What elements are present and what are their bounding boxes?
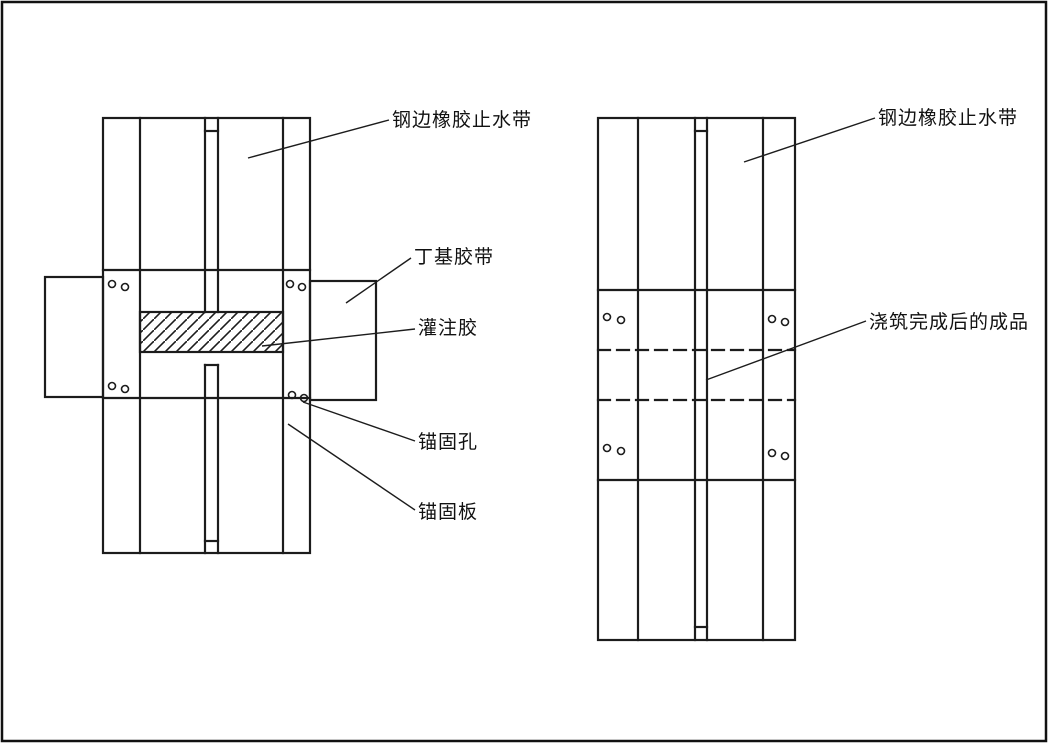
- leader-butyl-tape: [345, 257, 412, 304]
- left-figure-labels: 钢边橡胶止水带 丁基胶带 灌注胶 锚固孔 锚固板: [392, 109, 532, 523]
- label-anchor-plate: 锚固板: [418, 501, 478, 523]
- anchor-hole: [299, 393, 309, 403]
- anchor-hole: [616, 315, 626, 325]
- anchor-hole: [107, 381, 117, 391]
- anchor-hole: [616, 446, 626, 456]
- anchor-hole: [120, 384, 130, 394]
- grout-hatched-band: [138, 310, 285, 354]
- leader-anchor-hole: [302, 401, 416, 442]
- label-waterstop-right: 钢边橡胶止水带: [878, 107, 1018, 129]
- label-grout: 灌注胶: [418, 317, 478, 339]
- anchor-hole: [780, 317, 790, 327]
- leader-waterstop: [743, 117, 876, 163]
- label-finished-product: 浇筑完成后的成品: [869, 311, 1029, 333]
- anchor-hole: [767, 314, 777, 324]
- right-figure-body: [596, 116, 797, 642]
- anchor-hole: [107, 279, 117, 289]
- label-waterstop-left: 钢边橡胶止水带: [392, 109, 532, 131]
- label-anchor-hole: 锚固孔: [418, 431, 478, 453]
- leader-anchor-plate: [287, 423, 416, 511]
- anchor-hole: [120, 282, 130, 292]
- anchor-hole: [287, 390, 297, 400]
- anchor-hole: [602, 312, 612, 322]
- right-figure-anchor-holes: [602, 312, 790, 461]
- leader-waterstop: [247, 119, 390, 159]
- left-wing-plate: [43, 275, 105, 399]
- anchor-hole: [285, 279, 295, 289]
- right-figure: 钢边橡胶止水带 浇筑完成后的成品: [596, 107, 1029, 642]
- leader-grout: [261, 328, 416, 347]
- finished-body-outline: [596, 116, 797, 642]
- left-figure-leader-lines: [247, 119, 416, 511]
- right-figure-labels: 钢边橡胶止水带 浇筑完成后的成品: [869, 107, 1029, 333]
- anchor-hole: [297, 282, 307, 292]
- label-butyl-tape: 丁基胶带: [414, 246, 494, 268]
- left-figure: 钢边橡胶止水带 丁基胶带 灌注胶 锚固孔 锚固板: [43, 109, 532, 555]
- anchor-hole: [780, 451, 790, 461]
- right-figure-leader-lines: [705, 117, 876, 381]
- leader-finished-product: [705, 320, 867, 381]
- left-figure-anchor-holes: [107, 279, 309, 403]
- anchor-hole: [602, 443, 612, 453]
- right-wing-plate: [308, 279, 378, 402]
- anchor-hole: [767, 448, 777, 458]
- left-figure-body: [43, 116, 378, 555]
